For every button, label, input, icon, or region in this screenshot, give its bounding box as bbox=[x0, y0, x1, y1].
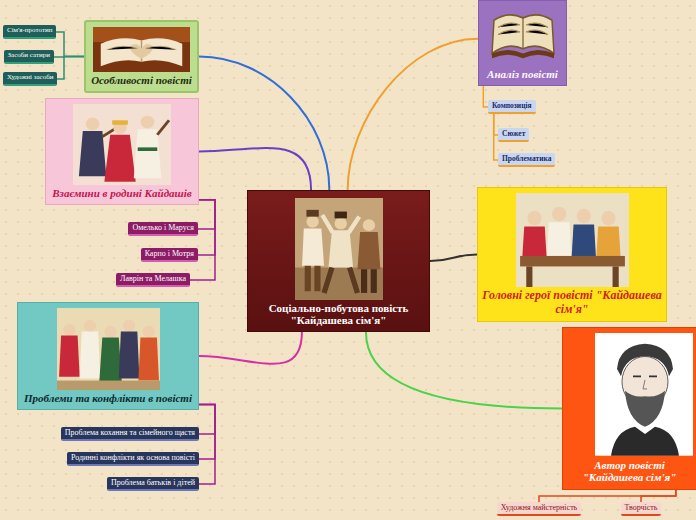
subtopic-label: Художні засоби bbox=[7, 73, 53, 82]
topic-label: Соціально-побутова повість "Кайдашева сі… bbox=[248, 300, 429, 331]
topic-box: Особливості повісті bbox=[84, 20, 199, 93]
central-topic: Соціально-побутова повість "Кайдашева сі… bbox=[247, 190, 430, 332]
subtopic-pill: Омелько і Маруся bbox=[128, 222, 198, 236]
subtopic-label: Сім'я-прототип bbox=[7, 26, 52, 35]
subtopic-pill: Лаврін та Мелашка bbox=[116, 273, 190, 287]
connector bbox=[190, 200, 215, 280]
connector bbox=[57, 57, 84, 80]
subtopic-pill: Творчість bbox=[621, 502, 662, 516]
connector bbox=[199, 405, 215, 434]
connector bbox=[199, 405, 215, 484]
connector bbox=[539, 490, 676, 502]
topic-label: Особливості повісті bbox=[86, 72, 197, 91]
connector bbox=[199, 148, 311, 190]
folk-dance-illustration bbox=[295, 198, 383, 300]
subtopic-pill: Проблема батьків і дітей bbox=[107, 477, 199, 491]
subtopic-label: Лаврін та Мелашка bbox=[120, 274, 186, 284]
subtopic-label: Творчість bbox=[625, 503, 658, 513]
subtopic-pill: Проблема кохання та сімейного щастя bbox=[61, 427, 199, 441]
subtopic-pill: Сюжет bbox=[498, 128, 529, 142]
family-quarrel-illustration bbox=[73, 104, 171, 185]
connector bbox=[56, 32, 84, 57]
subtopic-label: Композиція bbox=[492, 101, 532, 111]
topic-box: Взаємини в родині Кайдашів bbox=[45, 98, 199, 205]
subtopic-label: Омелько і Маруся bbox=[132, 223, 194, 233]
connector bbox=[641, 490, 676, 502]
topic-label: Аналіз повісті bbox=[479, 65, 566, 85]
connector bbox=[198, 200, 215, 255]
topic-box: Проблеми та конфлікти в повісті bbox=[17, 302, 199, 410]
connector bbox=[348, 39, 478, 190]
subtopic-label: Карпо і Мотря bbox=[145, 249, 194, 259]
topic-label: Взаємини в родині Кайдашів bbox=[46, 185, 198, 204]
connector bbox=[430, 255, 477, 262]
author-portrait bbox=[595, 333, 693, 456]
topic-box: Головні герої повісті "Кайдашева сім'я" bbox=[477, 187, 667, 322]
book-illustration bbox=[93, 27, 190, 72]
connector bbox=[199, 332, 302, 364]
connector bbox=[199, 405, 215, 459]
subtopic-label: Сюжет bbox=[502, 129, 525, 139]
topic-label: Головні герої повісті "Кайдашева сім'я" bbox=[478, 287, 666, 321]
topic-label: Проблеми та конфлікти в повісті bbox=[18, 390, 198, 409]
subtopic-pill: Родинні конфлікти як основа повісті bbox=[67, 452, 199, 466]
connector bbox=[366, 332, 562, 409]
crowd-illustration bbox=[57, 308, 160, 390]
connector bbox=[199, 57, 329, 191]
subtopic-label: Засоби сатири bbox=[8, 51, 50, 60]
family-table-illustration bbox=[516, 193, 629, 287]
subtopic-pill: Художня майстерність bbox=[497, 502, 582, 516]
connector bbox=[198, 200, 215, 229]
subtopic-pill: Проблематика bbox=[498, 153, 555, 167]
subtopic-label: Родинні конфлікти як основа повісті bbox=[71, 453, 195, 463]
topic-box: Аналіз повісті bbox=[478, 0, 567, 86]
subtopic-pill: Сім'я-прототип bbox=[3, 25, 56, 38]
subtopic-label: Проблематика bbox=[502, 154, 551, 164]
subtopic-pill: Художні засоби bbox=[3, 72, 57, 85]
subtopic-pill: Карпо і Мотря bbox=[141, 248, 198, 262]
subtopic-pill: Композиція bbox=[488, 100, 536, 114]
subtopic-label: Художня майстерність bbox=[501, 503, 578, 513]
subtopic-label: Проблема кохання та сімейного щастя bbox=[65, 428, 195, 438]
old-book-illustration bbox=[488, 6, 558, 65]
topic-box: Автор повісті "Кайдашева сім'я" bbox=[562, 327, 696, 490]
subtopic-label: Проблема батьків і дітей bbox=[111, 478, 195, 488]
subtopic-pill: Засоби сатири bbox=[4, 50, 54, 63]
topic-label: Автор повісті "Кайдашева сім'я" bbox=[563, 456, 696, 489]
